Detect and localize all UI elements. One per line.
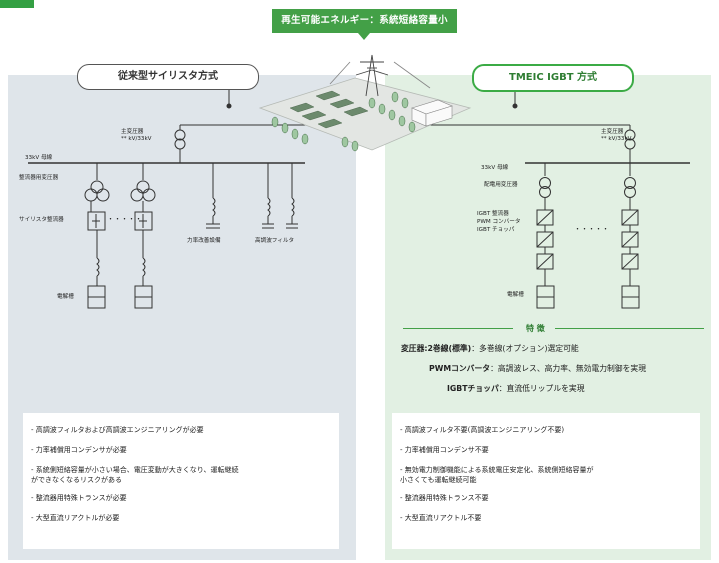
igbt-note: - 大型直流リアクトル不要 <box>400 514 482 522</box>
harmonic-filter-label: 高調波フィルタ <box>255 238 295 244</box>
left-main-transformer-icon <box>174 129 186 141</box>
igbt-notes: - 高調波フィルタ不要(高調波エンジニアリング不要) - 力率補償用コンデンサ不… <box>392 413 700 549</box>
left-bus-label: 33kV 母線 <box>25 155 53 161</box>
left-main-transformer-label: 主変圧器 ** kV/33kV <box>121 129 152 142</box>
feature-chopper-label: IGBTチョッパ <box>447 384 499 393</box>
right-title-dot <box>512 103 518 109</box>
right-main-transformer-label: 主変圧器 ** kV/33kV <box>601 129 632 142</box>
left-title-dot <box>226 103 232 109</box>
left-dots: ・・・・・ <box>107 215 142 223</box>
feature-chopper: IGBTチョッパ：直流低リップルを実現 <box>447 384 585 394</box>
feature-pwm-text: ：高調波レス、高力率、無効電力制御を実現 <box>490 364 646 373</box>
capacitor-label: 力率改善設備 <box>187 238 221 244</box>
igbt-note: - 無効電力制御機能による系統電圧安定化、系統側短絡容量が 小さくても運転継続可… <box>400 466 594 484</box>
igbt-note: - 力率補償用コンデンサ不要 <box>400 446 489 454</box>
igbt-method-title: TMEIC IGBT 方式 <box>472 64 634 92</box>
features-title: 特 徴 <box>526 324 545 333</box>
conventional-note: - 系統側短絡容量が小さい場合、電圧変動が大きくなり、運転継続 ができなくなるリ… <box>31 466 239 484</box>
features-rule-right <box>555 328 704 329</box>
corner-tab <box>0 0 34 8</box>
right-bus-label: 33kV 母線 <box>481 165 509 171</box>
feature-transformer-label: 変圧器:2巻線(標準) <box>401 344 472 353</box>
conventional-note: - 高調波フィルタおよび高調波エンジニアリングが必要 <box>31 426 204 434</box>
igbt-note: - 高調波フィルタ不要(高調波エンジニアリング不要) <box>400 426 565 434</box>
renewable-plant-illustration <box>258 54 472 152</box>
banner-pointer <box>358 33 370 40</box>
feature-transformer-text: ：多巻線(オプション)選定可能 <box>471 344 579 353</box>
distribution-transformer-label: 配電用変圧器 <box>484 182 518 188</box>
feature-transformer: 変圧器:2巻線(標準)：多巻線(オプション)選定可能 <box>401 344 579 354</box>
conventional-note: - 力率補償用コンデンサが必要 <box>31 446 127 454</box>
right-electrolyzer-label: 電解槽 <box>507 292 524 298</box>
feature-chopper-text: ：直流低リップルを実現 <box>498 384 585 393</box>
rectifier-transformer-label: 整流器用変圧器 <box>19 175 59 181</box>
right-dots: ・・・・・ <box>574 225 609 233</box>
renewable-banner: 再生可能エネルギー：系統短絡容量小 <box>272 9 457 33</box>
features-rule-left <box>403 328 513 329</box>
conventional-method-title: 従来型サイリスタ方式 <box>77 64 259 90</box>
left-rectifier-transformer-icon <box>90 180 104 194</box>
left-electrolyzer-label: 電解槽 <box>57 294 74 300</box>
feature-pwm: PWMコンバータ：高調波レス、高力率、無効電力制御を実現 <box>429 364 646 374</box>
right-main-transformer-icon <box>624 129 636 141</box>
conventional-note: - 大型直流リアクトルが必要 <box>31 514 120 522</box>
conventional-note: - 整流器用特殊トランスが必要 <box>31 494 127 502</box>
conventional-notes: - 高調波フィルタおよび高調波エンジニアリングが必要 - 力率補償用コンデンサが… <box>23 413 339 549</box>
igbt-note: - 整流器用特殊トランス不要 <box>400 494 489 502</box>
feature-pwm-label: PWMコンバータ <box>429 364 491 373</box>
right-distribution-transformer-icon <box>539 177 551 189</box>
igbt-stack-label: IGBT 整流器 PWM コンバータ IGBT チョッパ <box>477 211 521 233</box>
thyristor-rectifier-label: サイリスタ整流器 <box>19 217 64 223</box>
